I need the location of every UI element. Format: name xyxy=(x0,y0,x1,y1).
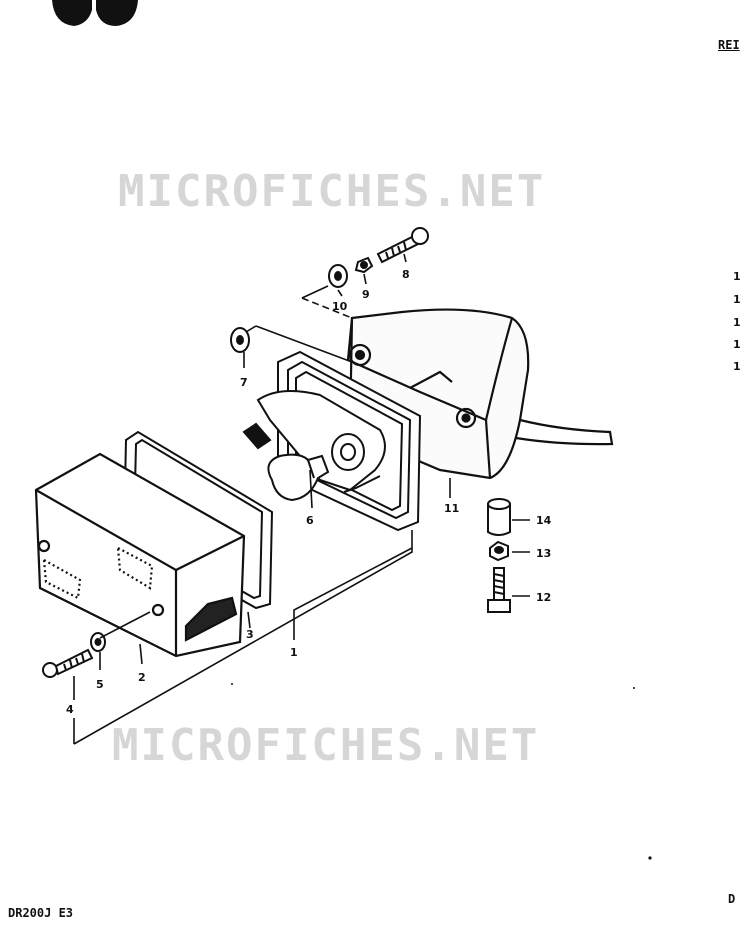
callout-2: 2 xyxy=(138,671,146,684)
lens-2 xyxy=(34,452,246,658)
callout-1: 1 xyxy=(290,646,298,659)
margin-mark: 1 xyxy=(733,293,741,306)
model-code: DR200J E3 xyxy=(8,906,74,920)
nut-9 xyxy=(354,256,374,274)
margin-mark: 1 xyxy=(733,338,741,351)
callout-4: 4 xyxy=(66,703,74,716)
speck xyxy=(648,856,652,860)
socket-plate xyxy=(242,390,386,493)
callout-10: 10 xyxy=(332,300,348,313)
callout-13: 13 xyxy=(536,547,551,560)
callout-14: 14 xyxy=(536,514,552,527)
callout-9: 9 xyxy=(362,288,370,301)
screw-4 xyxy=(42,648,94,678)
margin-mark: 1 xyxy=(733,316,741,329)
margin-mark: 1 xyxy=(733,270,741,283)
speck xyxy=(633,687,635,689)
washer-7 xyxy=(230,327,250,353)
callout-3: 3 xyxy=(246,628,254,641)
callout-11: 11 xyxy=(444,502,459,515)
callout-7: 7 xyxy=(240,376,248,389)
watermark-bottom: MICROFICHES.NET xyxy=(112,720,539,771)
screw-8 xyxy=(376,227,429,264)
callout-5: 5 xyxy=(96,678,104,691)
watermark-top: MICROFICHES.NET xyxy=(118,166,545,217)
leader-lines xyxy=(73,253,530,745)
callout-6: 6 xyxy=(306,514,314,527)
reference-label: REI xyxy=(718,38,740,52)
callout-8: 8 xyxy=(402,268,410,281)
page-letter: D xyxy=(728,892,736,906)
nut-13 xyxy=(489,540,509,562)
callout-12: 12 xyxy=(536,591,551,604)
logo-mark xyxy=(48,0,142,30)
cap-14 xyxy=(487,498,511,536)
speck xyxy=(231,683,233,685)
bulb-6 xyxy=(267,453,330,502)
bolt-12 xyxy=(487,567,511,613)
margin-mark: 1 xyxy=(733,360,741,373)
washer-10 xyxy=(328,264,348,288)
